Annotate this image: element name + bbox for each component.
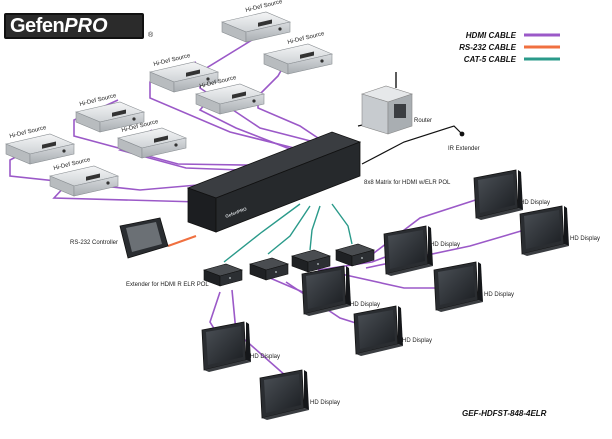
display-label-5: HD Display <box>350 302 380 308</box>
legend-label-hdmi: HDMI CABLE <box>466 31 517 40</box>
hd-display-4 <box>433 261 484 313</box>
source-label-2: Hi-Def Source <box>287 31 326 46</box>
rs232-controller-icon <box>119 217 169 259</box>
router-icon <box>361 72 413 135</box>
legend-label-rs232: RS-232 CABLE <box>459 43 517 52</box>
extender-2 <box>249 257 289 281</box>
hi-def-source-1 <box>221 11 291 43</box>
rs232-controller-label: RS-232 Controller <box>70 240 118 246</box>
cat5-cables <box>223 203 353 263</box>
display-label-4: HD Display <box>484 292 514 298</box>
ir-cable <box>361 125 463 165</box>
hd-display-7 <box>201 321 252 373</box>
display-label-6: HD Display <box>402 338 432 344</box>
registered-mark: ® <box>148 32 154 39</box>
extender-1 <box>203 263 243 287</box>
matrix-switcher: GefenPRO <box>186 131 362 233</box>
model-number: GEF-HDFST-848-4ELR <box>462 409 547 418</box>
source-label-1: Hi-Def Source <box>245 0 284 14</box>
hi-def-source-2 <box>263 43 333 75</box>
display-label-1: HD Display <box>520 200 550 206</box>
logo-brand: Gefen <box>10 14 65 37</box>
rs232-cable <box>167 235 197 247</box>
logo-brand-suffix: PRO <box>64 14 108 37</box>
display-label-8: HD Display <box>310 400 340 406</box>
hd-display-1 <box>473 169 524 221</box>
ir-sensor-icon <box>459 131 465 137</box>
ir-extender-label: IR Extender <box>448 146 480 152</box>
display-label-2: HD Display <box>570 236 600 242</box>
matrix-label: 8x8 Matrix for HDMI w/ELR POL <box>364 180 451 186</box>
display-label-7: HD Display <box>250 354 280 360</box>
hd-display-6 <box>353 305 404 357</box>
cable-legend: HDMI CABLE RS-232 CABLE CAT-5 CABLE <box>459 31 560 64</box>
legend-label-cat5: CAT-5 CABLE <box>464 55 517 64</box>
display-label-3: HD Display <box>430 242 460 248</box>
hd-display-5 <box>301 265 352 317</box>
hd-display-3 <box>383 225 434 277</box>
hd-display-2 <box>519 205 570 257</box>
hd-display-8 <box>259 369 310 421</box>
extender-label: Extender for HDMI R ELR POL <box>126 282 209 288</box>
router-label: Router <box>414 118 432 124</box>
